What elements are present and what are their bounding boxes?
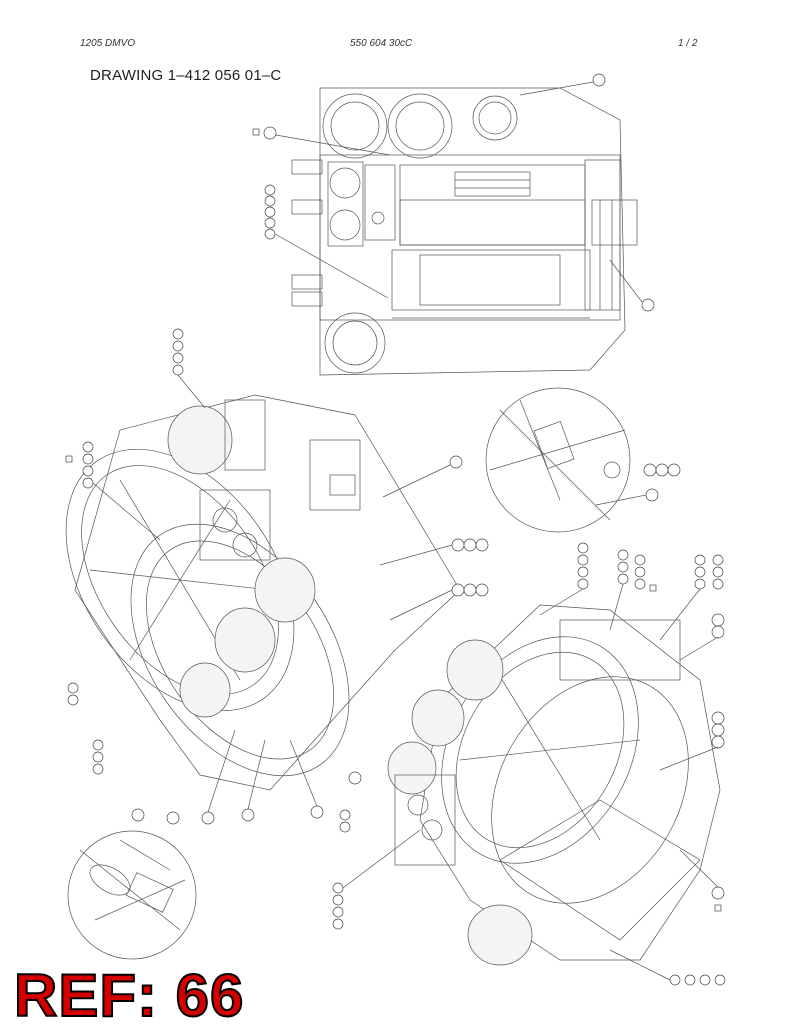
top-view-drawing	[252, 73, 655, 376]
drawing-title: DRAWING 1–412 056 01–C	[90, 67, 282, 84]
detail-view-upper	[485, 387, 681, 533]
ref-stamp: REF: 66	[13, 962, 245, 1029]
right-isometric-view	[332, 542, 726, 986]
header-page-indicator: 1 / 2	[678, 38, 698, 49]
left-isometric-view	[65, 328, 489, 833]
header-center-text: 550 604 30cC	[350, 38, 413, 49]
detail-view-lower	[67, 830, 197, 960]
header-left-text: 1205 DMVO	[80, 38, 136, 49]
